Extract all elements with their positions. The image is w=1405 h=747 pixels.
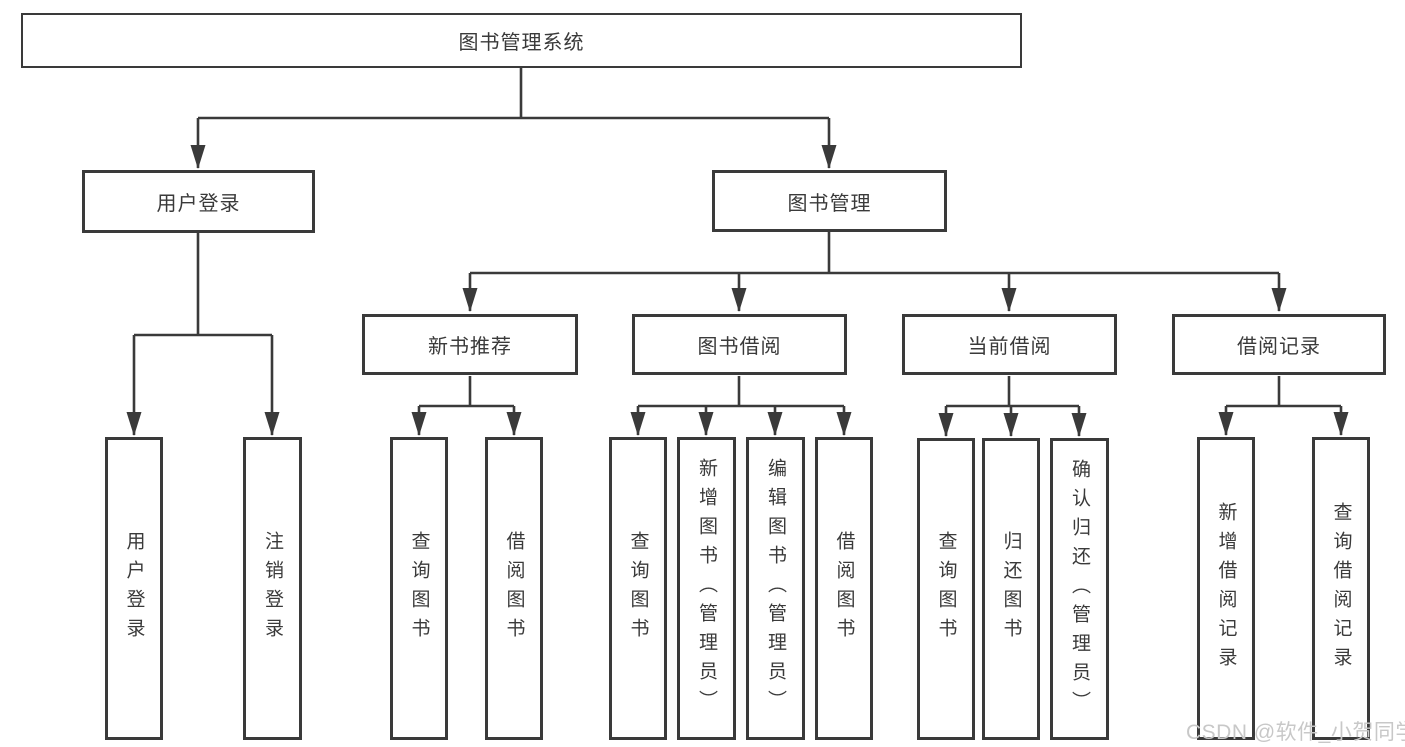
- node-book-management: 图书管理: [712, 170, 947, 232]
- node-label: 图书管理: [787, 192, 872, 215]
- arrowhead: [190, 145, 206, 169]
- leaf-return-books: 归还图书: [982, 438, 1040, 740]
- arrowhead: [767, 412, 783, 436]
- node-user-login: 用户登录: [82, 170, 315, 233]
- node-label: 编辑图书（管理员）: [765, 458, 786, 719]
- node-label: 查询图书: [627, 530, 649, 647]
- leaf-query-borrow-record: 查询借阅记录: [1312, 437, 1370, 740]
- node-label: 查询图书: [935, 531, 957, 647]
- node-label: 新增借阅记录: [1215, 501, 1237, 676]
- node-label: 查询图书: [408, 530, 430, 647]
- csdn-watermark: CSDN @软件_小贺同学: [1186, 721, 1405, 744]
- arrowhead: [411, 412, 427, 436]
- node-label: 新增图书（管理员）: [696, 458, 717, 719]
- leaf-add-borrow-record: 新增借阅记录: [1197, 437, 1255, 740]
- node-label: 用户登录: [156, 193, 241, 215]
- arrowhead: [630, 412, 646, 436]
- arrowhead: [462, 288, 478, 312]
- leaf-borrow-books: 借阅图书: [815, 437, 873, 740]
- node-label: 借阅图书: [833, 530, 855, 647]
- arrowhead: [731, 288, 747, 312]
- node-label: 当前借阅: [967, 336, 1052, 358]
- leaf-user-login: 用户登录: [105, 437, 163, 740]
- arrowhead: [1333, 412, 1349, 436]
- node-label: 新书推荐: [428, 336, 512, 358]
- node-root: 图书管理系统: [21, 13, 1022, 68]
- arrowhead: [698, 412, 714, 436]
- node-label: 注销登录: [262, 530, 283, 647]
- leaf-add-books-admin: 新增图书（管理员）: [677, 437, 736, 740]
- leaf-edit-books-admin: 编辑图书（管理员）: [746, 437, 805, 740]
- arrowhead: [1071, 413, 1087, 437]
- arrowhead: [1218, 412, 1234, 436]
- leaf-logout: 注销登录: [243, 437, 302, 740]
- leaf-query-books-recommend: 查询图书: [390, 437, 448, 740]
- node-label: 确认归还（管理员）: [1069, 458, 1090, 720]
- arrowhead: [1271, 288, 1287, 312]
- node-label: 借阅图书: [503, 530, 525, 647]
- arrowhead: [126, 412, 142, 436]
- leaf-confirm-return-admin: 确认归还（管理员）: [1050, 438, 1109, 740]
- node-label: 查询借阅记录: [1330, 501, 1352, 676]
- node-label: 借阅记录: [1237, 336, 1321, 358]
- connector-paths: [132, 68, 1343, 436]
- leaf-query-books-current: 查询图书: [917, 438, 975, 740]
- arrowhead: [836, 412, 852, 436]
- node-book-borrowing: 图书借阅: [632, 314, 847, 375]
- arrowhead: [506, 412, 522, 436]
- node-current-borrowing: 当前借阅: [902, 314, 1117, 375]
- node-label: 图书借阅: [697, 336, 782, 358]
- node-new-book-recommendation: 新书推荐: [362, 314, 578, 375]
- leaf-borrow-books-recommend: 借阅图书: [485, 437, 543, 740]
- node-label: 用户登录: [123, 530, 145, 647]
- arrowhead: [938, 413, 954, 437]
- arrowhead: [1001, 288, 1017, 312]
- node-label: 图书管理系统: [458, 32, 585, 54]
- arrowhead: [821, 145, 837, 169]
- node-label: 归还图书: [1000, 531, 1022, 647]
- leaf-query-books-borrow: 查询图书: [609, 437, 667, 740]
- arrowhead: [1003, 413, 1019, 437]
- arrowhead: [264, 412, 280, 436]
- node-borrow-records: 借阅记录: [1172, 314, 1386, 375]
